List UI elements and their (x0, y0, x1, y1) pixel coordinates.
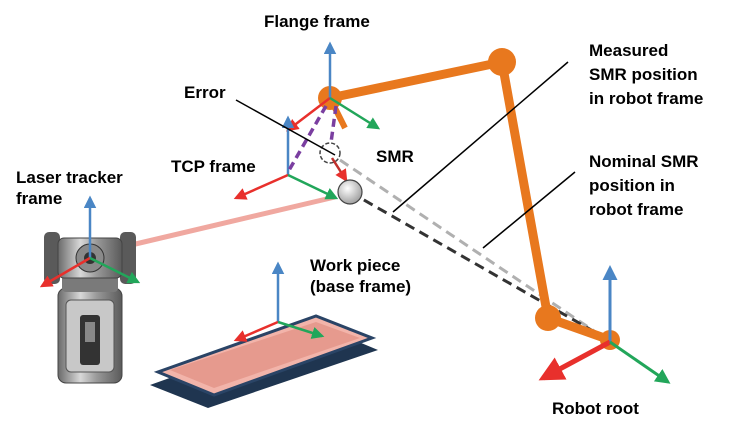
work-piece-label-line2: (base frame) (310, 277, 412, 296)
measured-smr-label: Measured SMR position in robot frame (589, 39, 703, 111)
nominal-smr-label: Nominal SMR position in robot frame (589, 150, 699, 222)
tcp-frame-axes (233, 115, 339, 200)
laser-tracker-frame-axes (39, 195, 141, 288)
measured-pointer-line (392, 61, 569, 213)
workpiece-frame-axes (233, 261, 325, 342)
robot-arm-icon (318, 48, 620, 350)
laser-tracker-frame-label-line1: Laser tracker (16, 168, 123, 187)
work-piece-label-line1: Work piece (310, 256, 401, 275)
smr-label: SMR (376, 147, 414, 166)
flange-frame-axes (286, 41, 381, 132)
laser-tracker-frame-label: Laser tracker frame (16, 167, 123, 209)
flange-frame-label: Flange frame (264, 12, 370, 31)
nominal-smr-label-line2: position in (589, 176, 675, 195)
error-vector-arrow (330, 157, 348, 183)
error-pointer-line (235, 99, 336, 156)
nominal-smr-label-line3: robot frame (589, 200, 684, 219)
robot-root-label: Robot root (552, 399, 639, 418)
nominal-smr-label-line1: Nominal SMR (589, 152, 699, 171)
measured-smr-label-line2: SMR position (589, 65, 698, 84)
measured-smr-label-line1: Measured (589, 41, 669, 60)
robot-root-axes (538, 265, 671, 384)
tcp-frame-label: TCP frame (171, 157, 256, 176)
workpiece-tray-icon (150, 314, 378, 408)
smr-sphere-icon (337, 179, 363, 205)
error-dashed-lines (286, 105, 338, 173)
nominal-pointer-line (482, 171, 576, 249)
laser-beam (109, 194, 336, 253)
laser-tracker-frame-label-line2: frame (16, 189, 63, 208)
nominal-smr-dashed-line (339, 158, 601, 337)
work-piece-label: Work piece (base frame) (310, 255, 411, 297)
measured-smr-label-line3: in robot frame (589, 89, 704, 108)
error-label: Error (184, 83, 226, 102)
